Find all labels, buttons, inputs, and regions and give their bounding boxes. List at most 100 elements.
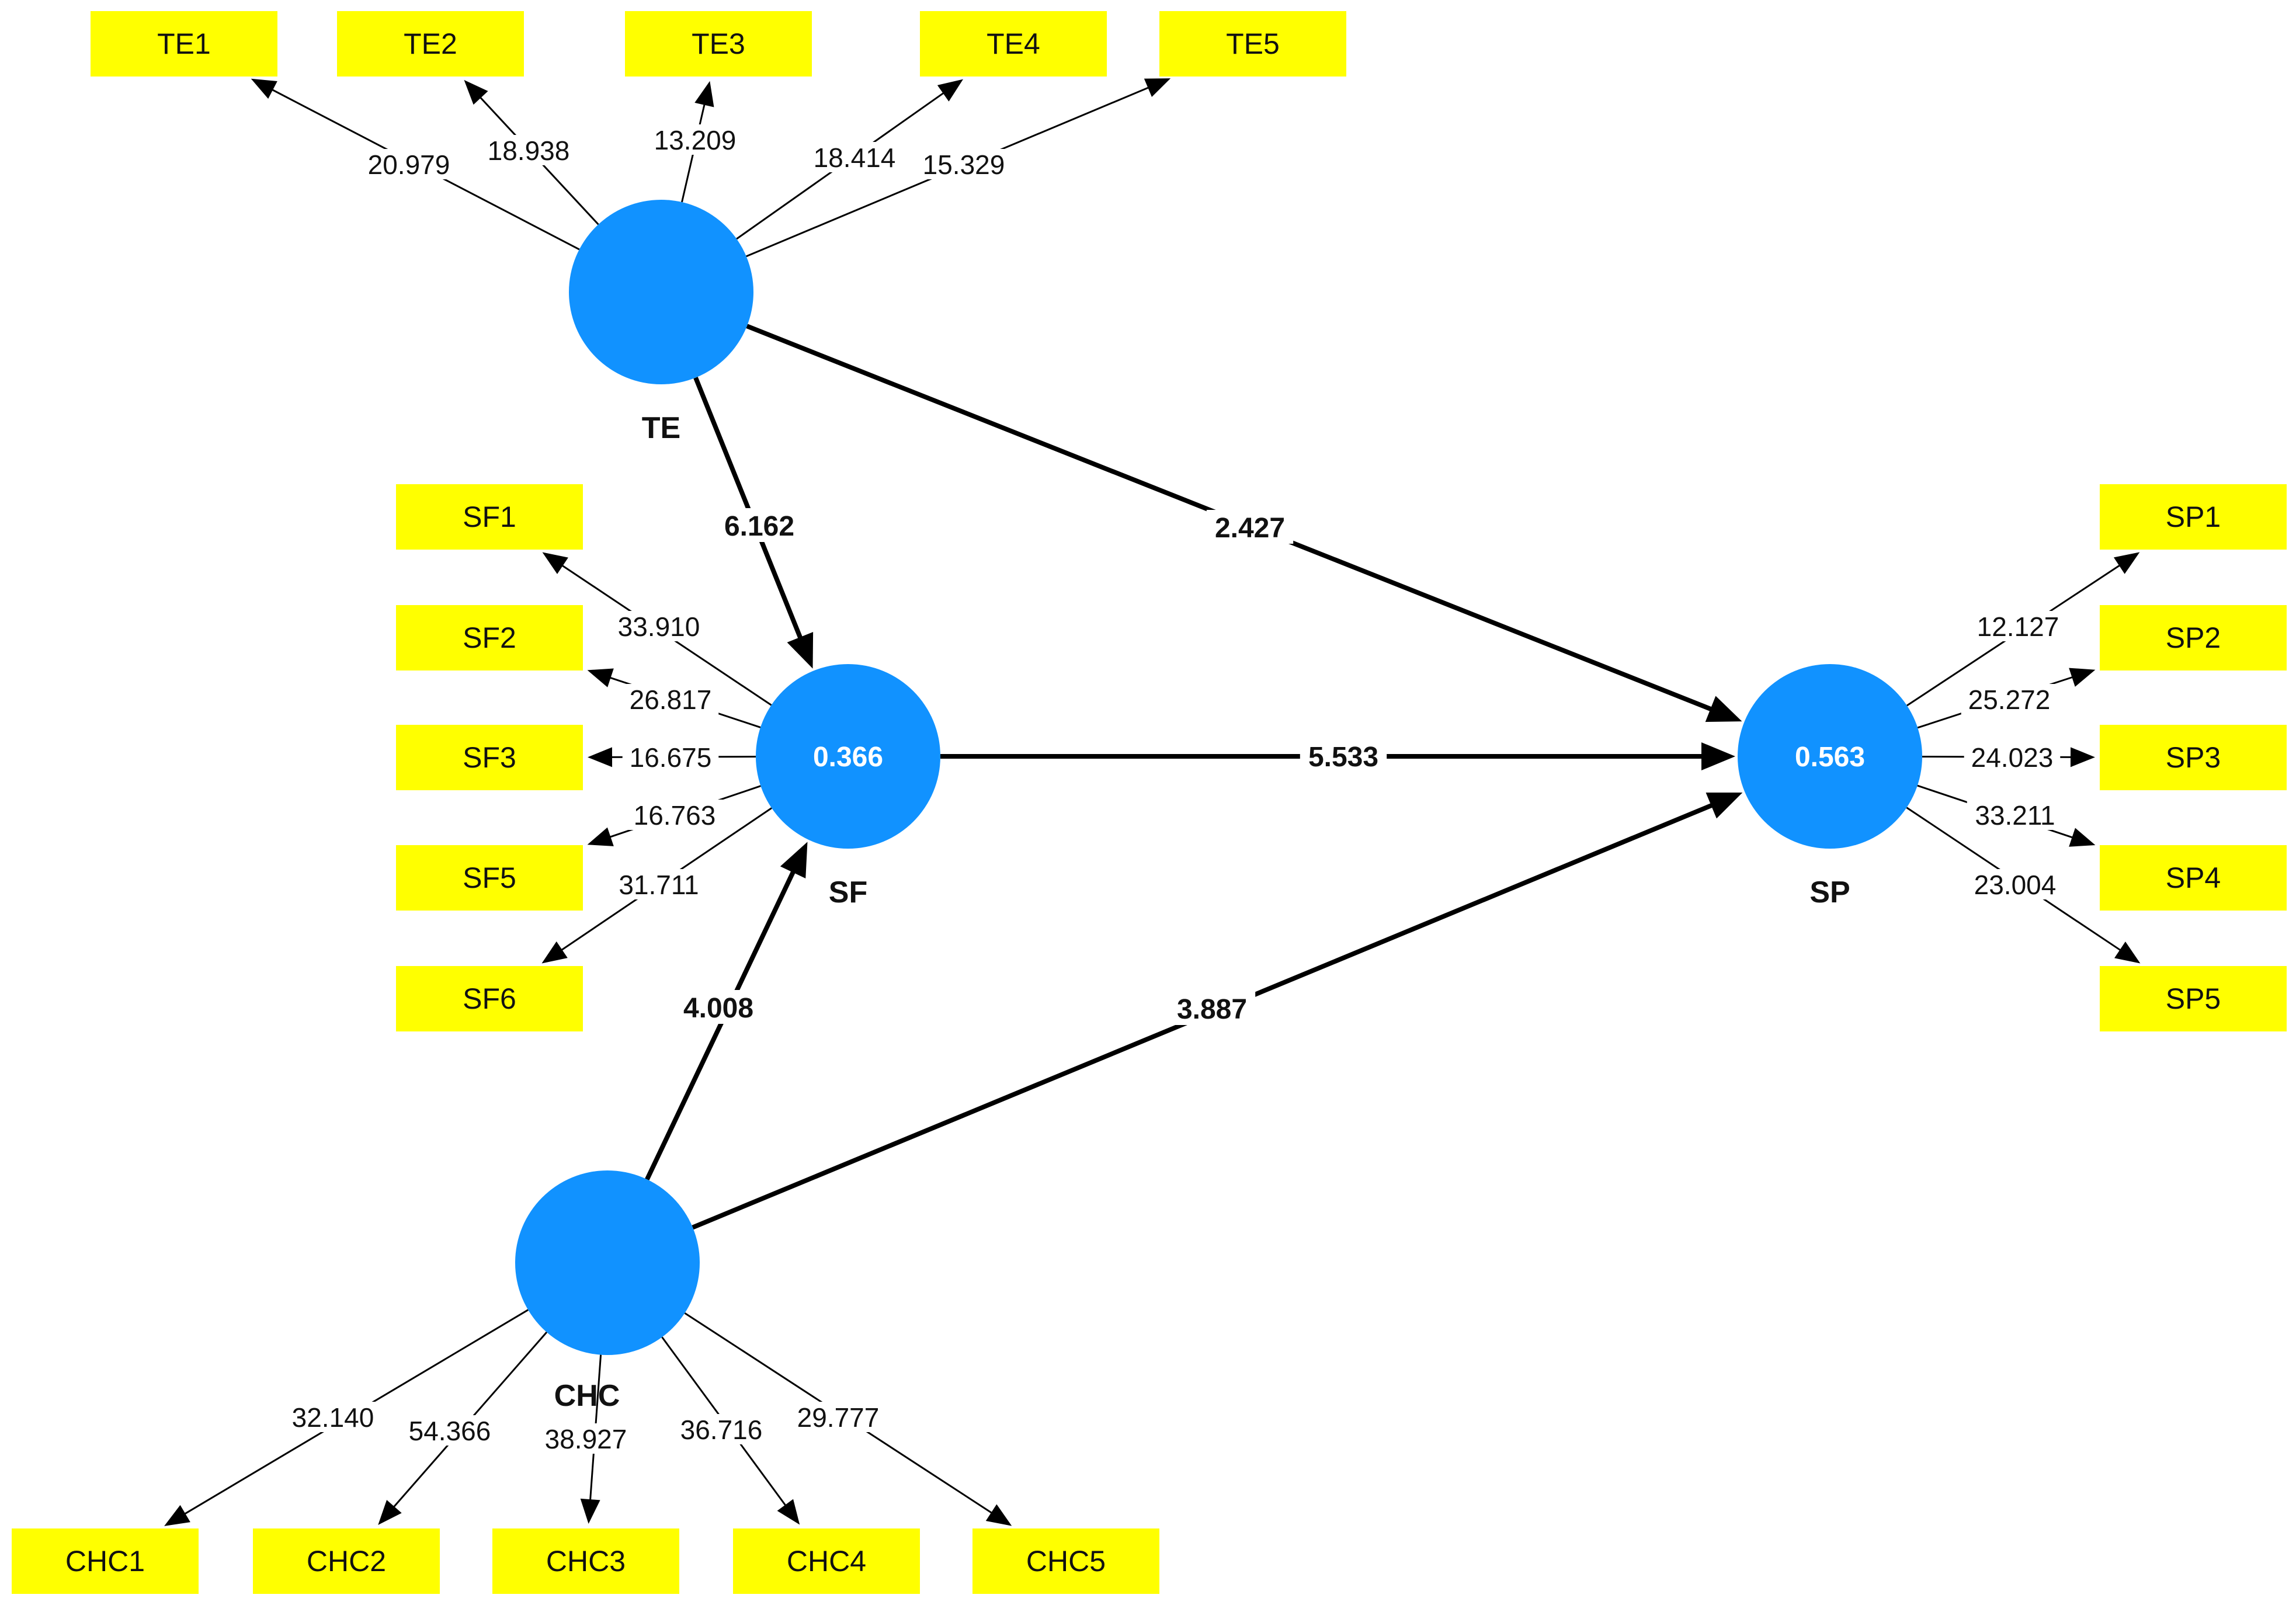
latent-circle [515,1170,700,1355]
indicator-label: CHC2 [307,1545,386,1578]
indicator-label: TE4 [987,27,1040,60]
indicator-arrowhead-te1 [251,78,277,99]
indicator-label: CHC3 [546,1545,626,1578]
loading-label-bg [915,149,1012,179]
indicator-arrowhead-chc3 [580,1498,600,1524]
indicator-chc2[interactable]: CHC2 [253,1528,440,1594]
loading-value-chc3: 38.927 [545,1424,627,1454]
indicator-te1[interactable]: TE1 [91,11,277,77]
indicator-sp1[interactable]: SP1 [2100,484,2287,550]
indicator-box [733,1528,920,1594]
loading-label-bg [806,142,903,172]
indicator-label: TE3 [692,27,745,60]
path-arrowhead-chc-sf [780,842,808,879]
indicator-box [253,1528,440,1594]
indicator-box [625,11,812,77]
indicator-label: SP1 [2166,501,2221,533]
loading-label-bg [1967,869,2064,899]
indicator-label: TE2 [404,27,457,60]
latent-label: SF [829,876,867,909]
loading-label-bg [622,742,719,772]
indicator-box [492,1528,679,1594]
indicator-arrowhead-sf5 [587,827,614,846]
indicator-sp3[interactable]: SP3 [2100,725,2287,790]
indicator-sf2[interactable]: SF2 [396,605,583,670]
path-coefficient-bg [1206,510,1294,544]
indicator-chc5[interactable]: CHC5 [972,1528,1159,1594]
indicator-te2[interactable]: TE2 [337,11,524,77]
indicator-box [396,725,583,790]
indicator-box [920,11,1107,77]
loading-value-sf5: 16.763 [634,800,716,831]
latent-r-squared: 0.563 [1795,742,1865,773]
indicator-arrowhead-te3 [694,81,714,107]
latent-circle [569,200,753,384]
loading-label-bg [1967,800,2064,830]
loading-value-te1: 20.979 [368,150,450,180]
indicator-arrowhead-chc2 [378,1500,402,1525]
loading-label-bg [1964,742,2061,772]
indicator-box [396,484,583,550]
loading-value-te2: 18.938 [488,136,570,166]
loading-label-bg [1961,684,2058,714]
indicator-label: SP4 [2166,861,2221,894]
indicator-te4[interactable]: TE4 [920,11,1107,77]
loading-value-chc5: 29.777 [797,1402,880,1433]
indicator-chc3[interactable]: CHC3 [492,1528,679,1594]
indicator-label: SF2 [463,621,516,654]
loading-label-bg [360,149,457,179]
path-coefficient-chc-sf: 4.008 [683,993,753,1024]
loading-value-te5: 15.329 [923,150,1005,180]
indicator-box [91,11,277,77]
indicator-sf1[interactable]: SF1 [396,484,583,550]
loading-label-bg [537,1423,634,1454]
indicator-label: SF5 [463,861,516,894]
indicator-label: SF6 [463,982,516,1015]
indicator-box [396,966,583,1031]
indicator-te3[interactable]: TE3 [625,11,812,77]
indicator-sf3[interactable]: SF3 [396,725,583,790]
indicator-chc4[interactable]: CHC4 [733,1528,920,1594]
indicator-arrowhead-sp5 [2114,942,2141,964]
indicator-arrowhead-te4 [937,79,964,102]
indicator-label: SF3 [463,741,516,774]
latent-circle [756,664,940,849]
loading-value-sf1: 33.910 [618,612,700,642]
path-arrowhead-te-sp [1705,696,1742,722]
loading-value-sp5: 23.004 [1974,870,2057,900]
loading-label-bg [790,1402,887,1432]
indicator-box [396,605,583,670]
indicator-label: SP3 [2166,741,2221,774]
indicator-sp4[interactable]: SP4 [2100,845,2287,911]
indicator-box [2100,845,2287,911]
indicator-arrowhead-sf1 [542,552,568,574]
loading-value-chc2: 54.366 [409,1416,491,1446]
indicator-arrowhead-sp2 [2069,668,2096,687]
indicator-chc1[interactable]: CHC1 [12,1528,199,1594]
latent-te[interactable]: TE [569,200,753,445]
loading-value-chc1: 32.140 [292,1402,374,1433]
indicator-sp5[interactable]: SP5 [2100,966,2287,1031]
loading-value-sp3: 24.023 [1971,742,2054,773]
indicator-arrowhead-chc4 [777,1499,800,1525]
indicator-label: CHC1 [65,1545,145,1578]
indicator-arrowhead-sf6 [541,941,568,964]
latent-chc[interactable]: CHC [515,1170,700,1413]
indicator-arrowhead-sf2 [587,668,614,687]
loading-label-bg [284,1402,381,1432]
loading-value-te4: 18.414 [814,143,896,173]
loading-label-bg [647,124,744,155]
loading-value-sp4: 33.211 [1975,800,2055,831]
indicator-sf6[interactable]: SF6 [396,966,583,1031]
indicator-sp2[interactable]: SP2 [2100,605,2287,670]
indicator-box [12,1528,199,1594]
path-arrowhead-chc-sp [1705,792,1743,819]
path-coefficient-sf-sp: 5.533 [1308,742,1378,773]
indicator-sf5[interactable]: SF5 [396,845,583,911]
indicator-te5[interactable]: TE5 [1159,11,1346,77]
loading-value-sp2: 25.272 [1968,685,2051,715]
loading-label-bg [480,135,577,165]
indicator-arrowhead-sp3 [2070,747,2095,767]
